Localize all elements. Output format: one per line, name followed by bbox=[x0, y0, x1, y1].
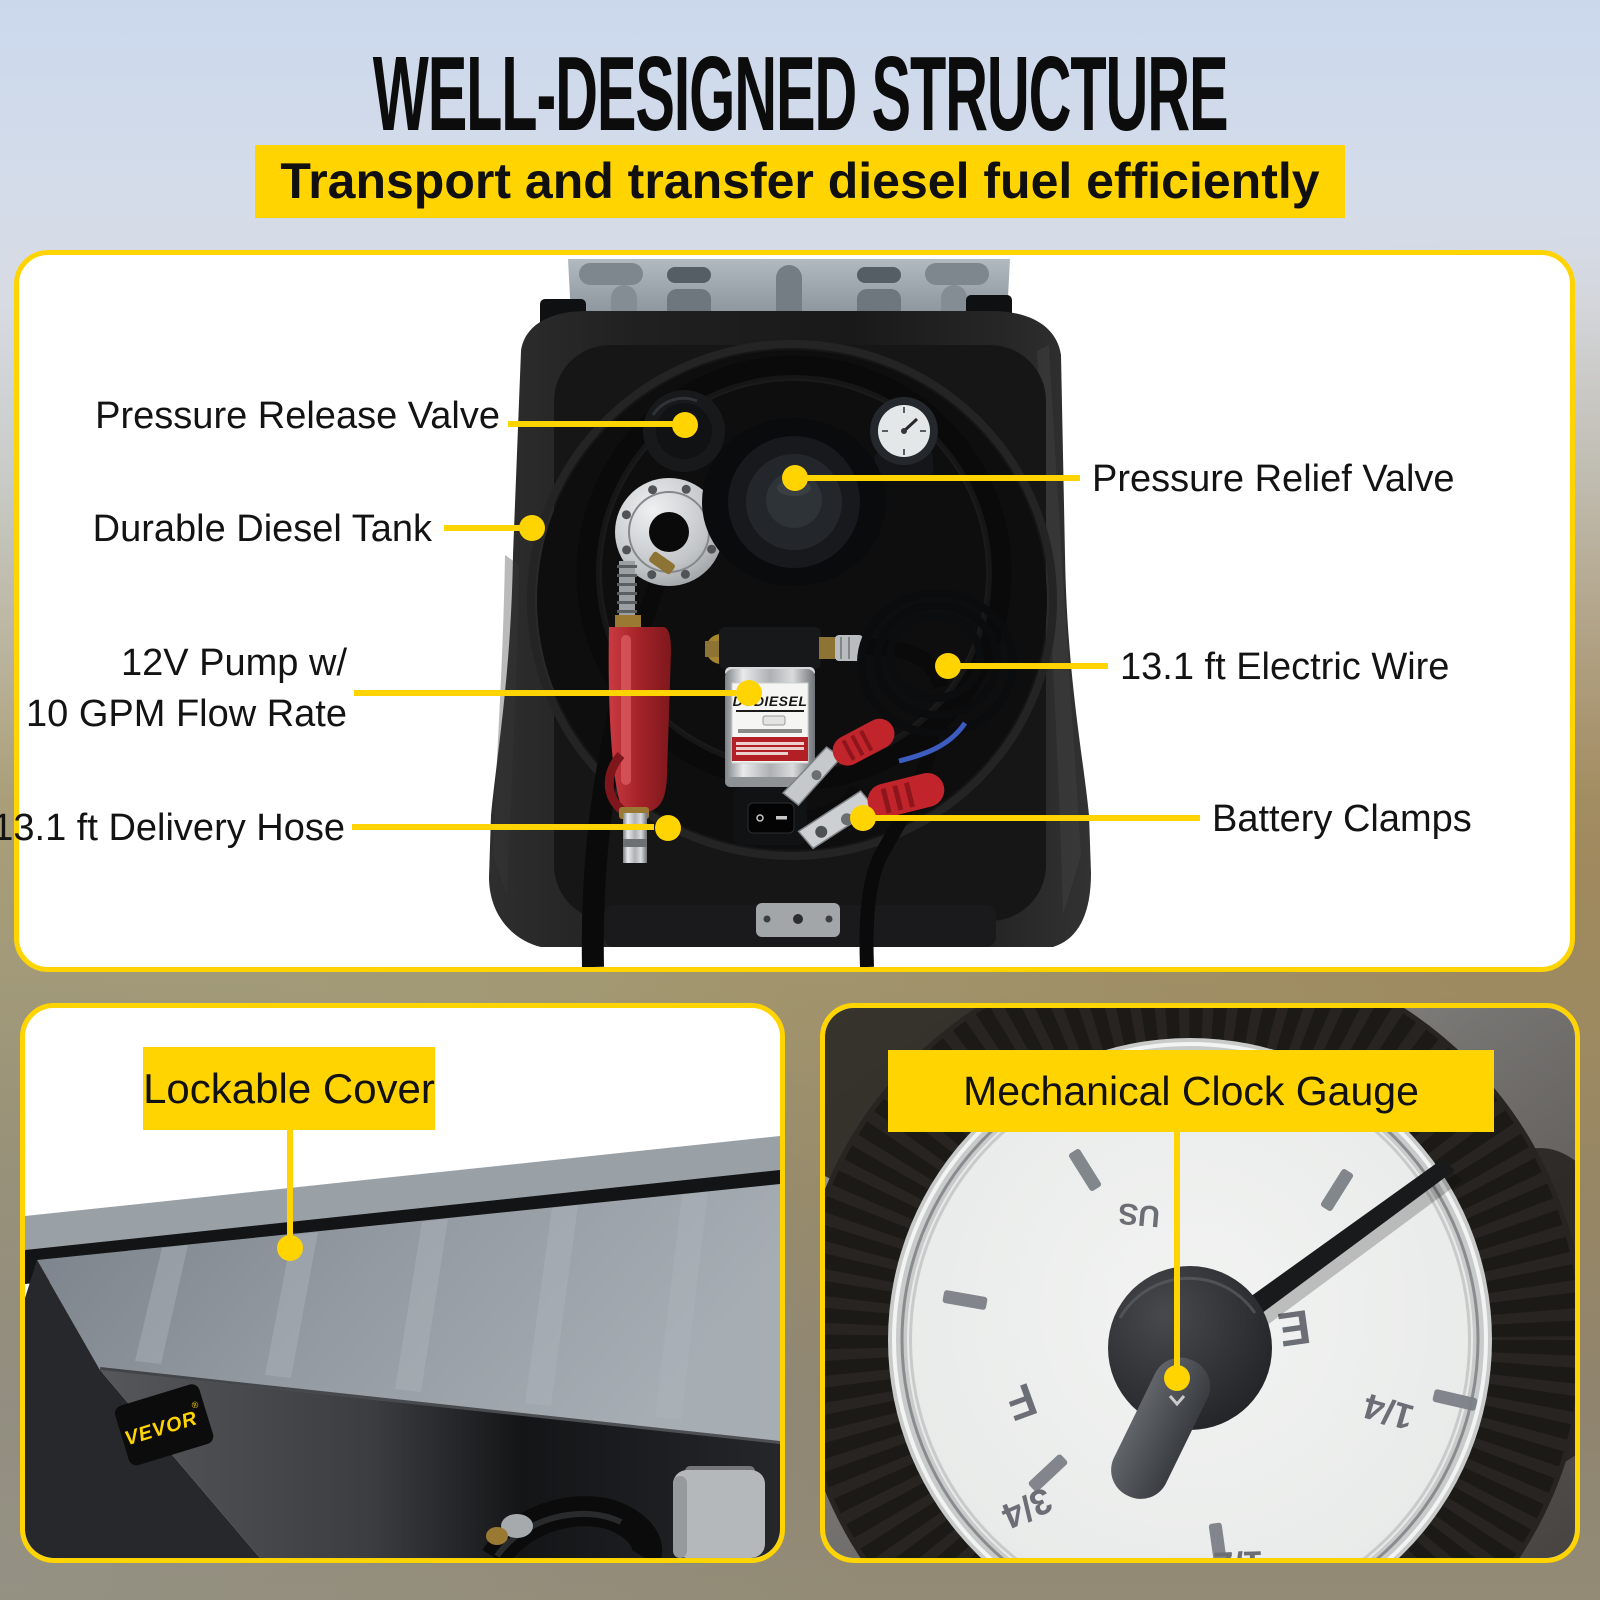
leader-pressure-release-valve bbox=[508, 421, 685, 427]
header: WELL-DESIGNED STRUCTURE bbox=[0, 34, 1600, 155]
label-pressure-relief-valve: Pressure Relief Valve bbox=[1092, 458, 1455, 500]
tank-clock-gauge bbox=[870, 397, 938, 479]
label-pressure-release-valve: Pressure Release Valve bbox=[95, 395, 500, 437]
label-pump: 12V Pump w/ 10 GPM Flow Rate bbox=[26, 638, 347, 740]
caption-clock-gauge: Mechanical Clock Gauge bbox=[888, 1050, 1494, 1132]
label-delivery-hose: 13.1 ft Delivery Hose bbox=[0, 807, 345, 849]
pressure-relief-valve bbox=[702, 418, 886, 586]
gauge-unit-text: US bbox=[1117, 1196, 1161, 1233]
gauge-knob bbox=[1108, 1266, 1272, 1499]
battery-clamps bbox=[781, 718, 945, 850]
page-title: WELL-DESIGNED STRUCTURE bbox=[372, 35, 1229, 153]
marker-pressure-relief-valve bbox=[782, 465, 808, 491]
label-battery-clamps: Battery Clamps bbox=[1212, 798, 1472, 840]
caption-lockable-cover: Lockable Cover bbox=[143, 1047, 435, 1130]
clock-gauge-photo: US FUEL E F 1/4 1/2 3/4 bbox=[825, 1008, 1575, 1558]
gauge-half-text: 1/2 bbox=[1213, 1543, 1264, 1558]
gauge-ticks bbox=[942, 1149, 1478, 1558]
leader-clock-gauge bbox=[1174, 1130, 1180, 1370]
electric-wire-run bbox=[859, 723, 942, 967]
leader-pump bbox=[354, 690, 736, 696]
leader-pressure-relief-valve bbox=[795, 475, 1080, 481]
label-pump-line1: 12V Pump w/ bbox=[121, 642, 347, 684]
leader-delivery-hose bbox=[352, 824, 654, 830]
vevor-logo-reg: ® bbox=[190, 1399, 200, 1411]
diesel-tank-photo: DCDIESEL bbox=[489, 259, 1091, 967]
blue-wire bbox=[898, 721, 968, 764]
vevor-logo: VEVOR ® bbox=[114, 1384, 214, 1466]
leader-lockable-cover bbox=[287, 1128, 293, 1240]
pump-switch bbox=[747, 802, 795, 834]
lockable-cover-panel: VEVOR ® bbox=[20, 1003, 785, 1563]
label-pump-line2: 10 GPM Flow Rate bbox=[26, 693, 347, 735]
marker-pump bbox=[736, 680, 762, 706]
label-electric-wire: 13.1 ft Electric Wire bbox=[1120, 646, 1450, 688]
fuel-nozzle bbox=[604, 561, 671, 863]
cover-top bbox=[37, 1184, 780, 1447]
marker-battery-clamps bbox=[850, 805, 876, 831]
knob-lever bbox=[1111, 1357, 1211, 1499]
leader-durable-diesel-tank bbox=[444, 525, 524, 531]
marker-lockable-cover bbox=[277, 1235, 303, 1261]
leader-electric-wire bbox=[948, 663, 1108, 669]
gauge-empty-text: E bbox=[1275, 1299, 1314, 1356]
subtitle-banner: Transport and transfer diesel fuel effic… bbox=[255, 145, 1345, 218]
marker-electric-wire bbox=[935, 653, 961, 679]
leader-battery-clamps bbox=[863, 815, 1200, 821]
marker-durable-diesel-tank bbox=[519, 515, 545, 541]
bottom-hose bbox=[482, 1496, 663, 1558]
transfer-pump: DCDIESEL bbox=[705, 627, 863, 845]
marker-delivery-hose bbox=[655, 815, 681, 841]
tank-front-left bbox=[25, 1260, 260, 1558]
marker-pressure-release-valve bbox=[672, 412, 698, 438]
latch-cover bbox=[673, 1466, 765, 1558]
cover-rear-edge bbox=[25, 1136, 780, 1252]
label-durable-diesel-tank: Durable Diesel Tank bbox=[92, 508, 432, 550]
marker-clock-gauge bbox=[1164, 1365, 1190, 1391]
main-diagram-panel: DCDIESEL bbox=[14, 250, 1575, 972]
